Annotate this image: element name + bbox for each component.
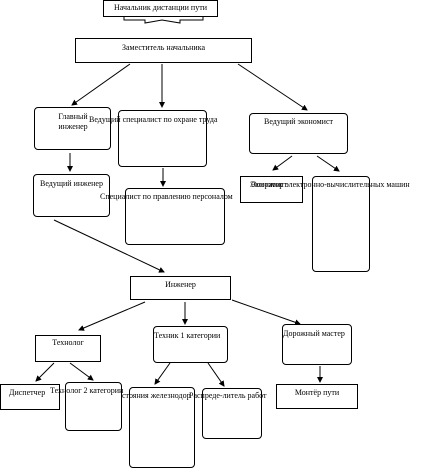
technologist-cat2-box <box>65 382 122 431</box>
computer-operator-label: Оператор электронно-вычислительных машин <box>251 180 410 189</box>
track-fitter-label: Монтёр пути <box>294 388 340 397</box>
chief-engineer-label: Главный инженер <box>58 112 88 131</box>
economist-label: Экономист <box>250 180 288 189</box>
lead-engineer-box <box>33 174 110 217</box>
safety-specialist-label: Ведущий специалист по охране труда <box>89 115 218 124</box>
safety-specialist-box <box>118 110 207 167</box>
engineer-label: Инженер <box>165 280 196 289</box>
economist-to-economist2-line <box>272 155 293 171</box>
dispatcher-box <box>0 384 60 410</box>
technician-cat1-label: Техник 1 категории <box>154 331 221 340</box>
hr-specialist-box <box>125 188 225 245</box>
chief-engineer-box <box>34 107 111 150</box>
technologist-cat2-label: Технолог 2 категории <box>50 386 124 395</box>
technician-cat1-box <box>153 326 228 363</box>
deputy-label: Заместитель начальника <box>121 43 206 52</box>
technician-to-distributor-line <box>207 362 225 387</box>
technologist-label: Технолог <box>52 338 84 347</box>
technician-to-railway-line <box>154 362 171 385</box>
economist-to-operator-line <box>316 155 340 172</box>
engineer-to-road-master-line <box>231 299 301 326</box>
dispatcher-label: Диспетчер <box>9 388 46 397</box>
technologist-to-cat2-line <box>69 362 94 381</box>
road-master-label: Дорожный мастер <box>283 329 345 338</box>
lead-engineer-label: Ведущий инженер <box>40 179 103 188</box>
hr-specialist-label: Специалист по правлению персоналом <box>100 192 233 201</box>
engineer-to-technologist-line <box>78 301 146 331</box>
work-distributor-label: Распреде-литель работ <box>189 391 267 400</box>
track-fitter-box <box>276 384 358 409</box>
railway-state-box <box>129 387 195 468</box>
deputy-to-economist-line <box>237 63 308 111</box>
economist-box <box>240 176 303 203</box>
work-distributor-box <box>202 388 262 439</box>
head-label: Начальник дистанции пути <box>114 3 207 12</box>
road-master-box <box>282 324 352 365</box>
railway-state-label: стояния железнодор <box>122 391 191 400</box>
computer-operator-box <box>312 176 370 272</box>
engineer-box <box>130 276 231 300</box>
lead-economist-label: Ведущий экономист <box>263 117 333 126</box>
lead-engineer-to-engineer-line <box>53 219 165 273</box>
technologist-box <box>35 335 101 362</box>
head-to-deputy-arrow <box>123 16 204 24</box>
deputy-box <box>75 38 252 63</box>
lead-economist-box <box>249 113 348 154</box>
head-box <box>103 0 218 17</box>
deputy-to-chief-engineer-line <box>71 63 131 106</box>
technologist-to-dispatcher-line <box>35 362 55 382</box>
